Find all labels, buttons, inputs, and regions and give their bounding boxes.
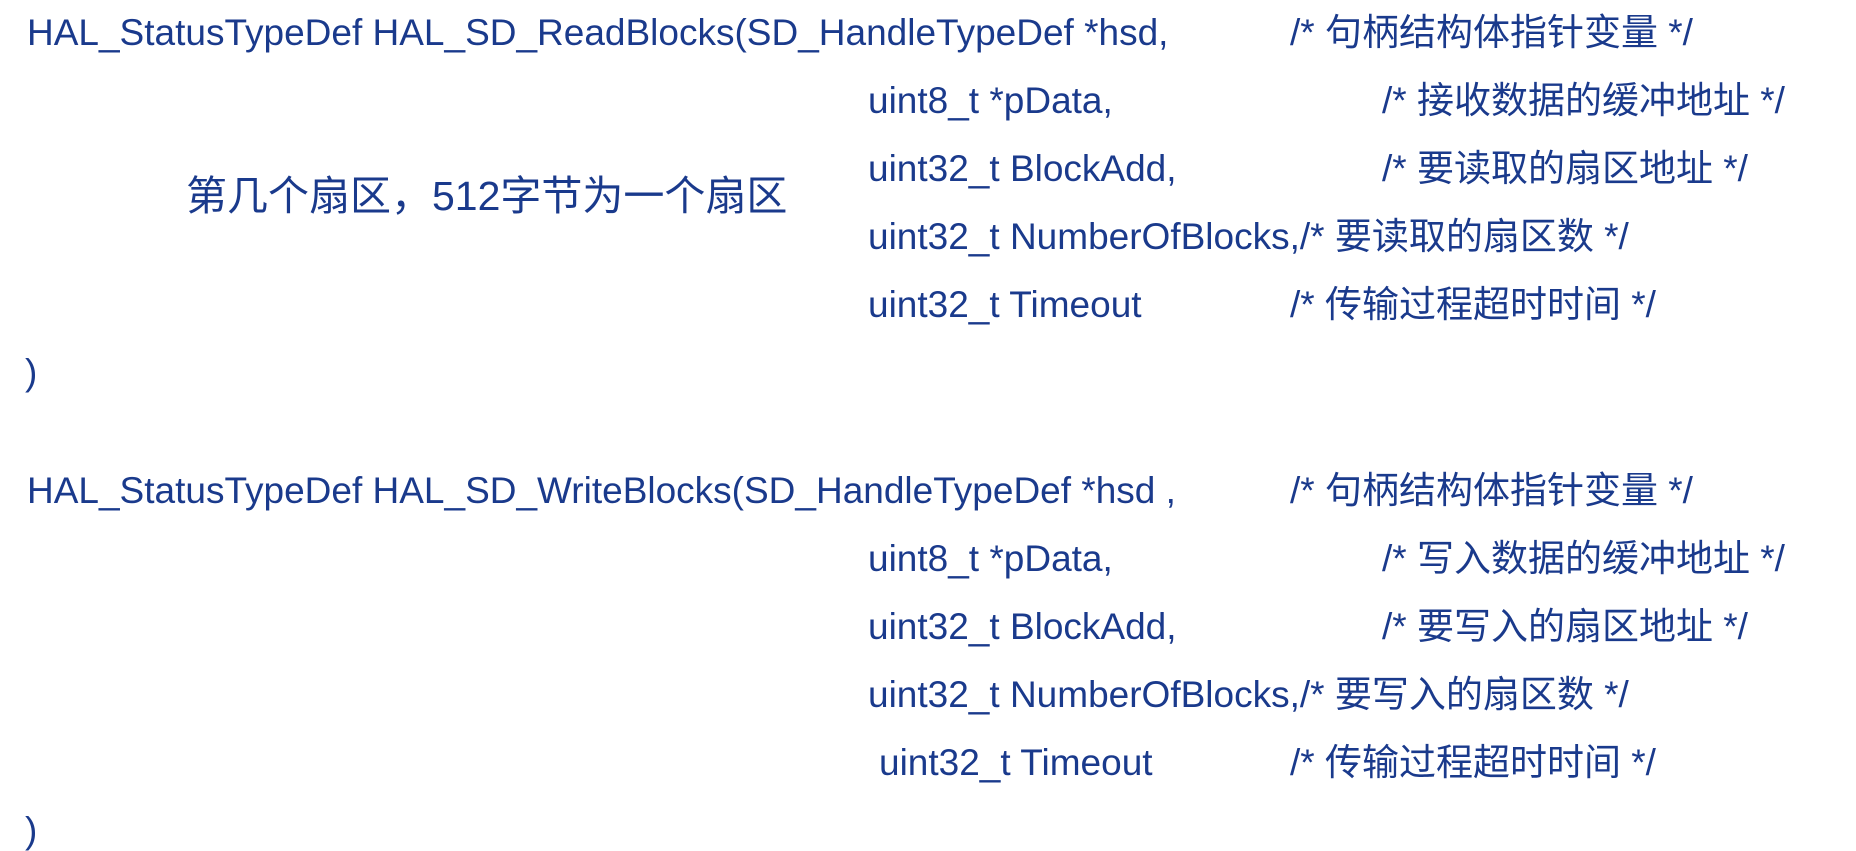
- write-param-numberofblocks: uint32_t NumberOfBlocks,/* 要写入的扇区数 */: [868, 674, 1629, 715]
- write-param-timeout: uint32_t Timeout: [879, 742, 1153, 783]
- read-param-blockadd: uint32_t BlockAdd,: [868, 148, 1177, 189]
- write-param-pdata: uint8_t *pData,: [868, 538, 1113, 579]
- write-param-blockadd-comment: /* 要写入的扇区地址 */: [1382, 606, 1748, 647]
- read-function-signature: HAL_StatusTypeDef HAL_SD_ReadBlocks(SD_H…: [27, 12, 1169, 53]
- blockadd-annotation: 第几个扇区，512字节为一个扇区: [186, 173, 788, 219]
- write-function-signature: HAL_StatusTypeDef HAL_SD_WriteBlocks(SD_…: [27, 470, 1176, 511]
- write-param-timeout-comment: /* 传输过程超时时间 */: [1290, 742, 1656, 783]
- read-param-timeout: uint32_t Timeout: [868, 284, 1142, 325]
- read-param-timeout-comment: /* 传输过程超时时间 */: [1290, 284, 1656, 325]
- write-hsd-comment: /* 句柄结构体指针变量 */: [1290, 470, 1693, 511]
- read-hsd-comment: /* 句柄结构体指针变量 */: [1290, 12, 1693, 53]
- read-param-blockadd-comment: /* 要读取的扇区地址 */: [1382, 148, 1748, 189]
- write-closing-paren: ): [25, 810, 38, 851]
- write-param-blockadd: uint32_t BlockAdd,: [868, 606, 1177, 647]
- write-param-pdata-comment: /* 写入数据的缓冲地址 */: [1382, 538, 1785, 579]
- read-closing-paren: ): [25, 352, 38, 393]
- read-param-pdata: uint8_t *pData,: [868, 80, 1113, 121]
- read-param-pdata-comment: /* 接收数据的缓冲地址 */: [1382, 80, 1785, 121]
- read-param-numberofblocks: uint32_t NumberOfBlocks,/* 要读取的扇区数 */: [868, 216, 1629, 257]
